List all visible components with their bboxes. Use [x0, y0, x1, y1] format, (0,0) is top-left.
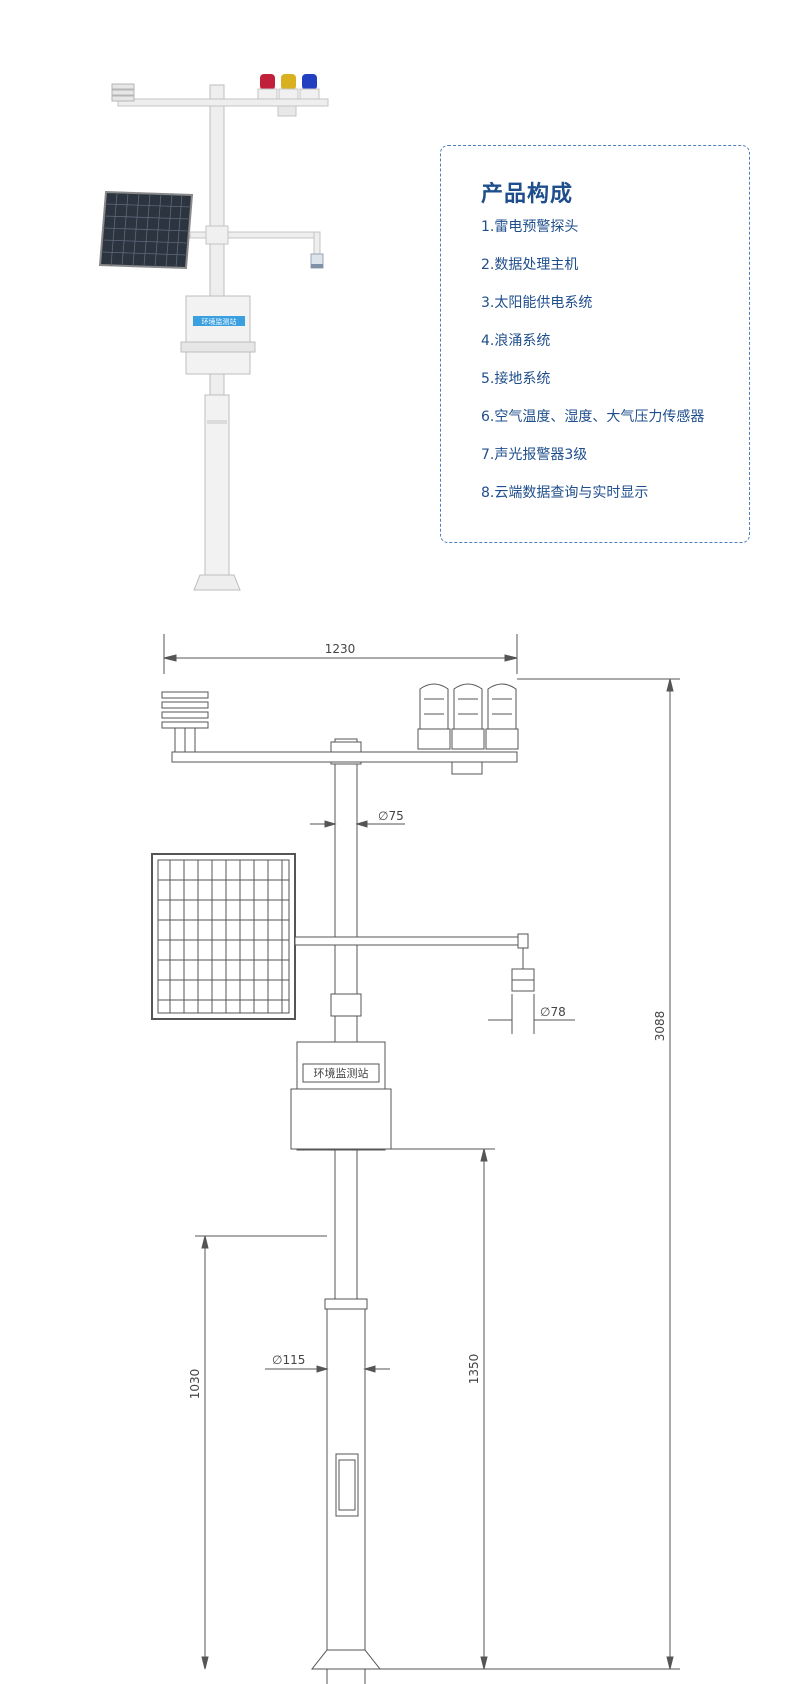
box-height-dimension — [391, 1148, 495, 1670]
solar-panel — [151, 853, 296, 1020]
solar-panel — [98, 190, 194, 270]
middle-crossarm — [294, 936, 521, 946]
component-item: 3.太阳能供电系统 — [481, 295, 593, 311]
component-item: 7.声光报警器3级 — [481, 447, 588, 463]
panel-title: 产品构成 — [481, 182, 574, 207]
total-width-label: 1230 — [325, 642, 356, 656]
top-crossarm — [171, 751, 518, 763]
component-item: 6.空气温度、湿度、大气压力传感器 — [481, 409, 705, 425]
top-crossarm — [117, 98, 329, 107]
pole-base — [193, 574, 241, 591]
control-box: 环境监测站 — [180, 295, 256, 375]
station-illustration: 环境监测站 — [98, 74, 329, 591]
technical-drawing: 1230 — [151, 634, 680, 1684]
lower-height-dimension — [195, 1235, 327, 1670]
box-height-label: 1350 — [467, 1354, 481, 1385]
radiation-shield-sensor — [161, 691, 209, 752]
sensor-diameter-label: ∅78 — [540, 1005, 566, 1019]
alarm-beacons — [417, 683, 519, 775]
station-label-small: 环境监测站 — [202, 317, 237, 326]
lower-height-label: 1030 — [188, 1369, 202, 1400]
station-label: 环境监测站 — [314, 1066, 369, 1080]
pole-diameter-dimension — [310, 820, 405, 828]
component-item: 2.数据处理主机 — [481, 257, 579, 273]
base-flange — [310, 1649, 382, 1670]
components-panel: 产品构成 1.雷电预警探头 2.数据处理主机 3.太阳能供电系统 4.浪涌系统 … — [440, 145, 750, 543]
component-item: 1.雷电预警探头 — [481, 219, 579, 235]
sensor-diameter-dimension — [488, 994, 575, 1034]
width-dimension — [163, 634, 518, 674]
lower-pole — [204, 394, 230, 576]
radiation-shield-sensor — [111, 83, 135, 102]
total-height-dimension — [380, 678, 680, 1670]
base-diameter-dimension — [265, 1365, 390, 1373]
component-item: 8.云端数据查询与实时显示 — [481, 485, 649, 501]
total-height-label: 3088 — [653, 1011, 667, 1042]
base-diameter-label: ∅115 — [272, 1353, 305, 1367]
pole-diameter-label: ∅75 — [378, 809, 404, 823]
component-item: 5.接地系统 — [481, 371, 551, 387]
alarm-beacons — [257, 74, 320, 117]
control-box: 环境监测站 — [290, 1041, 392, 1151]
component-item: 4.浪涌系统 — [481, 333, 551, 349]
